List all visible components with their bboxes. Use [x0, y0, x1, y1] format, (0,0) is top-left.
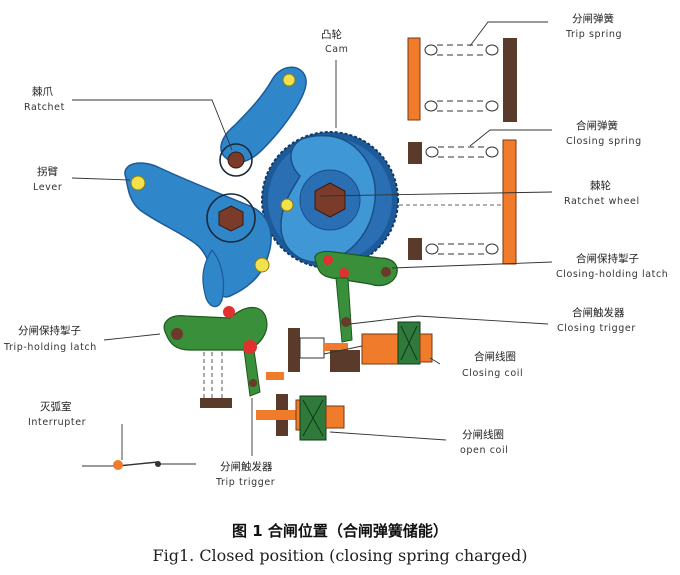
trip-trigger-pivot — [249, 379, 257, 387]
closing-holding-latch — [314, 250, 398, 287]
label-closing-holding-latch-en: Closing-holding latch — [556, 269, 668, 280]
label-cam-cn: 凸轮 — [321, 28, 342, 41]
label-trip-holding-latch-en: Trip-holding latch — [3, 342, 97, 353]
closing-trigger-arm — [335, 277, 353, 343]
label-trip-spring-en: Trip spring — [565, 29, 622, 40]
ratchet-pivot-dot — [282, 73, 296, 87]
trip-trigger-red-pin — [243, 340, 257, 354]
cam-follower-dot — [280, 198, 294, 212]
label-closing-spring-en: Closing spring — [566, 136, 642, 147]
trip-latch-red-pin — [223, 306, 235, 318]
label-ratchet-wheel-cn: 棘轮 — [590, 179, 611, 192]
interrupter-contact — [82, 460, 196, 470]
trip-trigger-arm — [243, 349, 261, 397]
trip-spring-right-plate — [503, 38, 517, 122]
label-ratchet-wheel-en: Ratchet wheel — [564, 196, 640, 207]
label-closing-trigger-cn: 合闸触发器 — [572, 306, 625, 319]
label-open-coil-en: open coil — [460, 445, 508, 456]
label-ratchet-en: Ratchet — [24, 102, 65, 113]
lever — [124, 162, 272, 298]
label-trip-holding-latch-cn: 分闸保持掣子 — [18, 324, 81, 337]
link-rings — [206, 143, 256, 243]
label-closing-coil-cn: 合闸线圈 — [474, 350, 516, 363]
label-closing-trigger-en: Closing trigger — [557, 323, 636, 334]
lever-shaft-hex — [218, 205, 244, 232]
label-closing-spring-cn: 合闸弹簧 — [576, 119, 618, 132]
open-coil-assembly — [256, 372, 345, 441]
figure-caption-english: Fig1. Closed position (closing spring ch… — [152, 546, 528, 565]
closing-coil-assembly — [288, 321, 433, 372]
closing-latch-pin — [323, 255, 333, 265]
trip-spring-assembly — [407, 37, 517, 122]
label-closing-coil-en: Closing coil — [462, 368, 523, 379]
closing-trigger-pivot — [341, 317, 351, 327]
lever-tail — [202, 248, 225, 308]
cam-shaft-hex — [314, 182, 346, 218]
lever-pivot-dot — [130, 175, 146, 191]
figure-caption-chinese: 图 1 合闸位置（合闸弹簧储能） — [232, 522, 448, 540]
trip-spring-left-plate — [407, 37, 421, 121]
trip-holding-latch — [163, 306, 268, 351]
ratchet-hub — [227, 151, 245, 169]
label-open-coil-cn: 分闸线圈 — [462, 428, 504, 441]
leader-lines — [71, 21, 553, 460]
lever-roller-dot — [254, 257, 270, 273]
closing-spring-right-plate — [502, 139, 517, 265]
label-trip-spring-cn: 分闸弹簧 — [572, 12, 614, 25]
trip-latch-pivot — [171, 328, 183, 340]
label-cam-en: Cam — [325, 44, 349, 55]
closing-spring-assembly — [408, 139, 517, 265]
label-lever-cn: 拐臂 — [37, 165, 58, 178]
closing-spring-block-upper — [408, 142, 422, 164]
label-lever-en: Lever — [33, 182, 62, 193]
closing-latch-red-dot — [339, 268, 349, 278]
label-interrupter-cn: 灭弧室 — [40, 400, 72, 413]
label-ratchet-cn: 棘爪 — [32, 86, 53, 98]
interrupter-rods — [200, 352, 232, 408]
label-trip-trigger-cn: 分闸触发器 — [220, 460, 273, 473]
ratchet-arm — [220, 66, 307, 164]
label-trip-trigger-en: Trip trigger — [215, 477, 275, 488]
label-closing-holding-latch-cn: 合闸保持掣子 — [576, 252, 639, 265]
closing-spring-block-lower — [408, 238, 422, 260]
closing-latch-pivot — [381, 267, 391, 277]
label-interrupter-en: Interrupter — [28, 417, 86, 428]
